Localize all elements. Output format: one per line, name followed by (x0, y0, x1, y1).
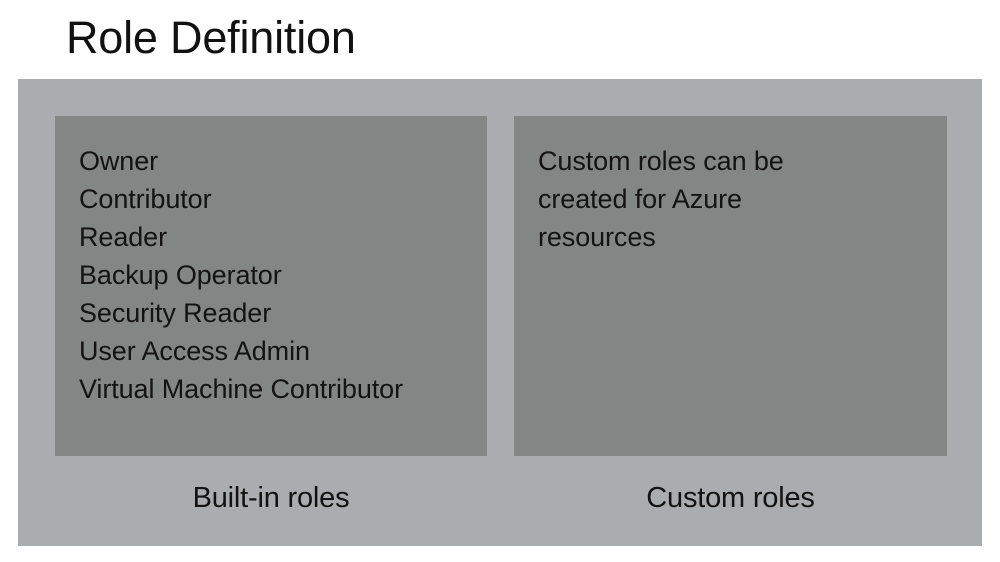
builtin-roles-box: Owner Contributor Reader Backup Operator… (55, 116, 487, 456)
list-item: Backup Operator (79, 260, 282, 290)
description-line: Custom roles can be (538, 146, 784, 176)
custom-roles-box: Custom roles can be created for Azure re… (514, 116, 947, 456)
list-item: User Access Admin (79, 336, 310, 366)
description-line: created for Azure (538, 184, 742, 214)
list-item: Reader (79, 222, 167, 252)
list-item: Security Reader (79, 298, 272, 328)
builtin-roles-list: Owner Contributor Reader Backup Operator… (79, 142, 477, 408)
list-item: Contributor (79, 184, 212, 214)
custom-roles-description: Custom roles can be created for Azure re… (538, 142, 937, 256)
custom-roles-caption: Custom roles (646, 482, 815, 514)
builtin-roles-caption: Built-in roles (192, 482, 350, 514)
list-item: Owner (79, 146, 159, 176)
page-title: Role Definition (66, 12, 356, 63)
role-definition-panel: Owner Contributor Reader Backup Operator… (18, 79, 982, 546)
description-line: resources (538, 222, 656, 252)
list-item: Virtual Machine Contributor (79, 374, 403, 404)
